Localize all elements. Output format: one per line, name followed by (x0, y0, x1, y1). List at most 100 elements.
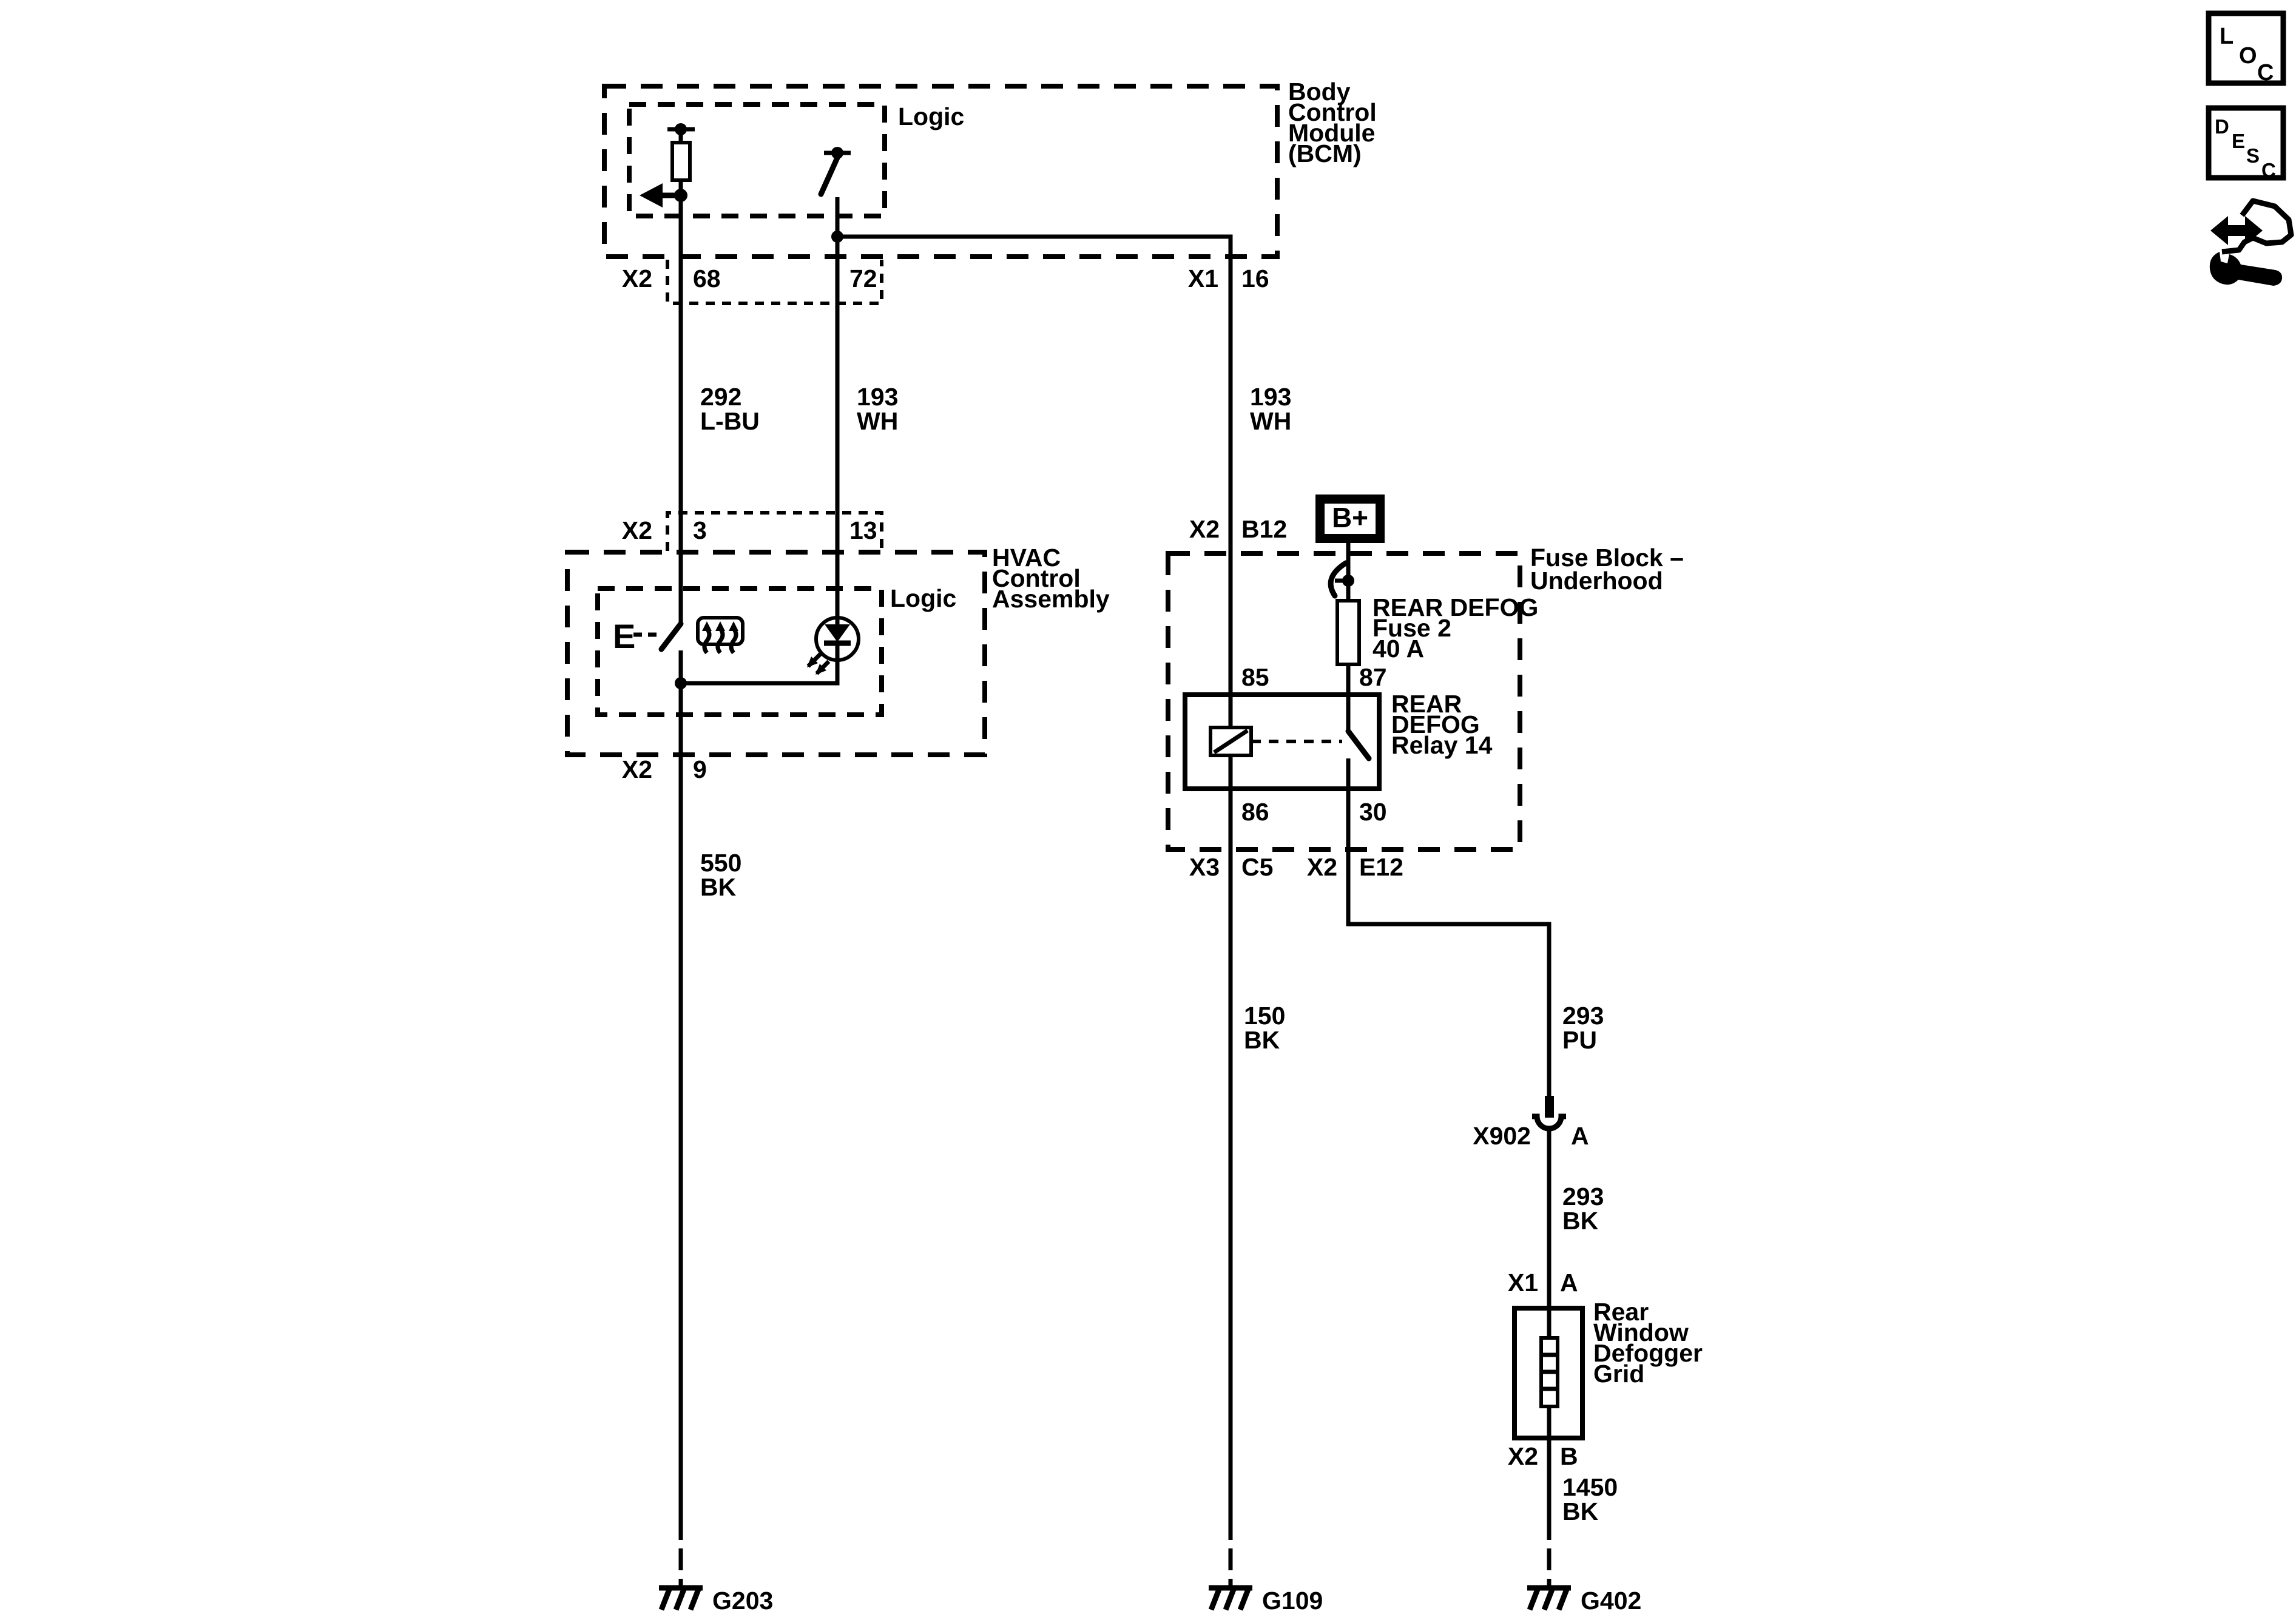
wire-193a-id: 193 (857, 383, 898, 411)
desc-letter-c: C (2261, 159, 2276, 181)
wire-labels-upper: 292 L-BU 193 WH 193 WH (700, 383, 1291, 435)
wire-193b-id: 193 (1250, 383, 1291, 411)
x902-name: X902 (1473, 1122, 1531, 1150)
ground-g203-label: G203 (712, 1587, 773, 1615)
wire-292-id: 292 (700, 383, 741, 411)
hvac-pin-3: 3 (693, 516, 707, 544)
fuse-label-line1: REAR DEFOG (1373, 593, 1538, 621)
fuse-block-pin-e12: E12 (1359, 853, 1403, 881)
hvac-title-line3: Assembly (992, 585, 1110, 613)
x902-female-cup-icon (1532, 1113, 1566, 1132)
bcm-driver-arrow-icon (640, 183, 663, 208)
bcm-pin-72: 72 (849, 265, 877, 292)
wire-293pu-id: 293 (1562, 1002, 1604, 1030)
x902-pin-a: A (1571, 1122, 1589, 1150)
hvac-title-line1: HVAC (992, 544, 1061, 572)
desc-button[interactable]: D E S C (2206, 105, 2286, 181)
wire-293pu-color: PU (1562, 1026, 1597, 1054)
fuse-label-line2: Fuse 2 (1373, 614, 1451, 642)
wire-550-id: 550 (700, 849, 741, 877)
defogger-title-line1: Rear (1593, 1298, 1649, 1326)
rear-window-defogger-grid: X1 A Rear Window Defogger Grid X2 B (1508, 1269, 1703, 1470)
wire-193-left (681, 197, 840, 686)
fuse-block-pin-b12: B12 (1241, 515, 1287, 543)
relay-outline (1183, 692, 1382, 791)
desc-letter-e: E (2232, 130, 2245, 152)
loc-letter-l: L (2220, 24, 2234, 49)
relay-switch-blade (1345, 728, 1372, 761)
loc-button[interactable]: L O C (2206, 10, 2286, 86)
hvac-control-assembly: X2 3 13 Logic HVAC Control Assembly E (565, 511, 1110, 783)
wire-193-right (837, 234, 1233, 1540)
defogger-outline (1512, 1306, 1585, 1440)
fuse-block-title-line2: Underhood (1530, 567, 1663, 595)
wire-193a-color: WH (857, 407, 898, 435)
fuse-block-connector-x3: X3 (1189, 853, 1220, 881)
ground-g402: G402 (1527, 1548, 1641, 1615)
wire-1450-id: 1450 (1562, 1473, 1618, 1501)
ground-g203: G203 (658, 1548, 773, 1615)
relay-label-line2: DEFOG (1391, 711, 1480, 738)
desc-letter-s: S (2246, 144, 2260, 167)
defogger-pin-b: B (1560, 1442, 1578, 1470)
wire-193b-color: WH (1250, 407, 1291, 435)
bcm-pin-16: 16 (1241, 265, 1269, 292)
x902-inline-connector: X902 A (1473, 1096, 1589, 1150)
hvac-switch-e-label: E (613, 617, 635, 655)
defogger-title-line2: Window (1593, 1318, 1689, 1346)
defogger-title-line4: Grid (1593, 1360, 1644, 1388)
relay-pin-85: 85 (1241, 663, 1269, 691)
bcm-switch-blade (818, 155, 840, 197)
fuse-block-connector-x2: X2 (1189, 515, 1220, 543)
wire-150-color: BK (1244, 1026, 1280, 1054)
relay-label-line1: REAR (1391, 690, 1462, 718)
rear-defog-fuse-icon (1335, 599, 1361, 666)
desc-letter-d: D (2215, 115, 2229, 138)
loc-letter-c: C (2257, 60, 2274, 86)
bcm-title-line3: Module (1288, 119, 1375, 147)
wire-292-color: L-BU (700, 407, 760, 435)
component-outline-icon (2221, 198, 2294, 255)
ground-g109-label: G109 (1262, 1587, 1323, 1615)
hvac-connector-x2-bottom: X2 (622, 755, 652, 783)
defogger-title-line3: Defogger (1593, 1339, 1703, 1367)
bcm-outline (602, 84, 1280, 259)
junction-dot (831, 147, 843, 159)
hvac-connector-x2-top: X2 (622, 516, 652, 544)
hvac-pin-connector-outline (666, 511, 883, 551)
hvac-title-line2: Control (992, 564, 1081, 592)
hvac-switch-blade (658, 621, 684, 652)
hvac-logic-label: Logic (890, 584, 956, 612)
junction-dot (674, 189, 687, 202)
relay-pin-86: 86 (1241, 798, 1269, 826)
fuse-label-line3: 40 A (1373, 635, 1424, 663)
battery-positive-label: B+ (1332, 502, 1368, 533)
defogger-element-segments (1541, 1352, 1558, 1391)
fuse-block-underhood: Fuse Block – Underhood X2 B12 B+ REAR DE… (1166, 495, 1684, 881)
relay-pin-87: 87 (1359, 663, 1387, 691)
harness-routing-icon[interactable] (2209, 198, 2294, 286)
hvac-outline (565, 550, 987, 757)
bcm-driver-resistor (670, 141, 692, 182)
fuse-block-title-line1: Fuse Block – (1530, 544, 1684, 572)
fuse-block-outline (1166, 551, 1522, 852)
x902-male-pin-icon (1545, 1096, 1554, 1118)
fuse-block-connector-x2b: X2 (1307, 853, 1337, 881)
heater-icon-arrows (702, 621, 738, 655)
wires (658, 123, 1551, 1540)
bcm-pin-68: 68 (693, 265, 721, 292)
junction-dot (675, 677, 687, 689)
fuse-tap-hook-icon (1328, 560, 1349, 599)
hvac-pin-13: 13 (849, 516, 877, 544)
relay-label-line3: Relay 14 (1391, 731, 1493, 759)
bcm-connector-x1: X1 (1188, 265, 1218, 292)
defogger-connector-x2: X2 (1508, 1442, 1538, 1470)
junction-dot (1342, 575, 1354, 587)
wire-1450-color: BK (1562, 1497, 1599, 1525)
wire-550-color: BK (700, 873, 737, 901)
battery-positive-symbol: B+ (1315, 495, 1385, 543)
wire-e12-jog (1346, 758, 1551, 1097)
wire-150-id: 150 (1244, 1002, 1285, 1030)
